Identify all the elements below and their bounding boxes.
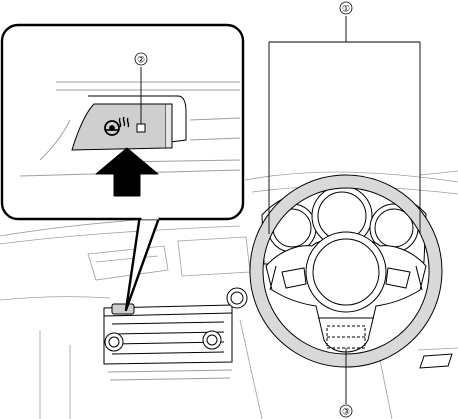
floor-detail: [419, 353, 453, 369]
push-arrow-icon: [95, 147, 159, 197]
start-button: [226, 287, 248, 309]
steering-wheel: [249, 174, 443, 368]
callout-2-label: ②: [137, 56, 145, 66]
callout-1: ①: [339, 1, 353, 15]
callout-3-label: ③: [342, 408, 350, 418]
steering-wheel-heater-icon: [104, 116, 130, 136]
center-console: [103, 303, 233, 381]
callout-3: ③: [339, 404, 353, 418]
inset-pointer: [124, 213, 162, 312]
heater-switch-location: [326, 325, 366, 349]
callout-2: ②: [134, 52, 148, 66]
callout-1-leader: [268, 16, 421, 234]
indicator-light-icon: [136, 123, 146, 133]
callout-1-label: ①: [342, 5, 350, 15]
